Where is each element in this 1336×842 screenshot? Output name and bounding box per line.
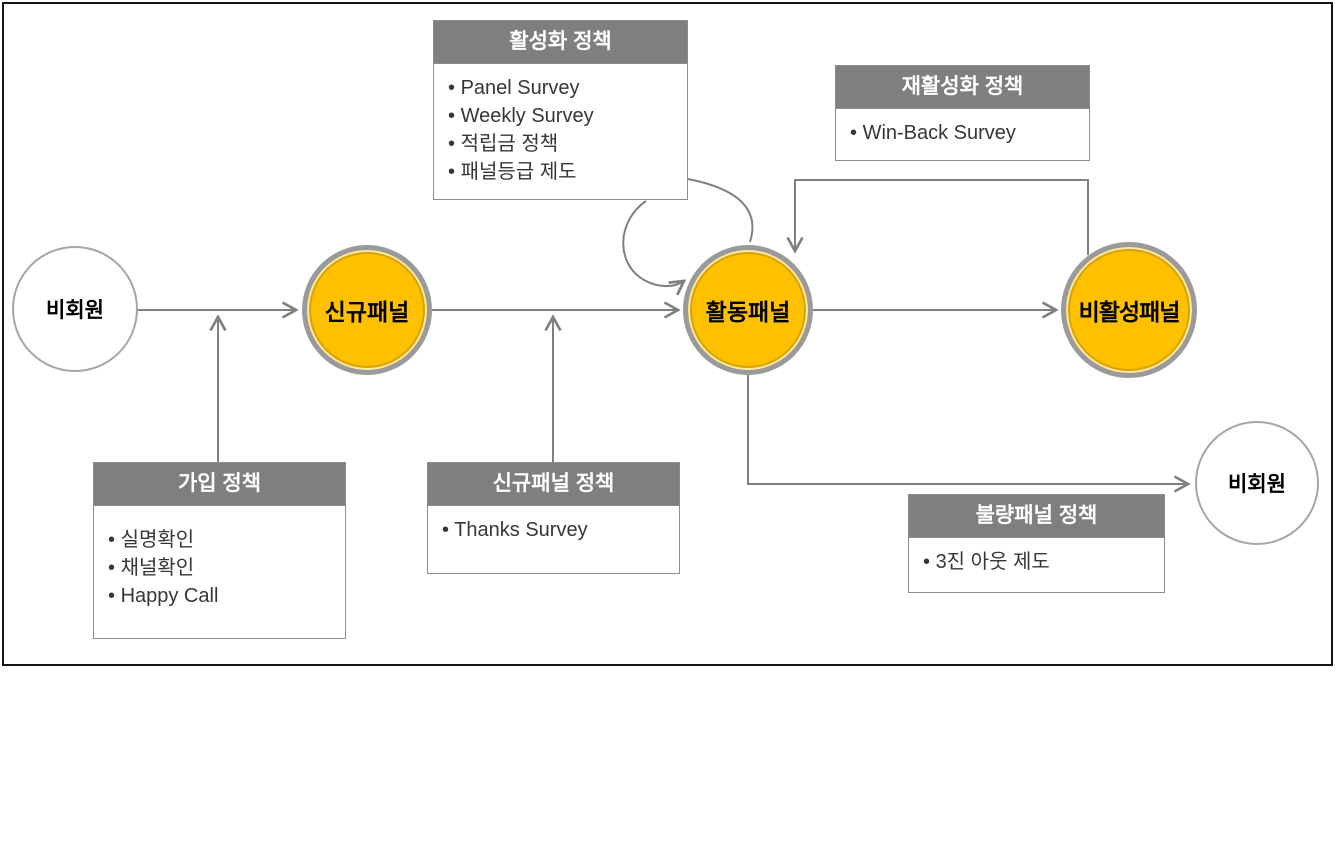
node-inactive-panel: 비활성패널 <box>1061 242 1197 378</box>
policy-box-new-panel-items: Thanks Survey <box>428 506 679 550</box>
node-active-panel: 활동패널 <box>683 245 813 375</box>
policy-box-activation-title: 활성화 정책 <box>434 21 687 64</box>
policy-box-join-items: 실명확인 채널확인 Happy Call <box>94 506 345 616</box>
policy-item: 3진 아웃 제도 <box>923 548 1156 576</box>
policy-box-join: 가입 정책 실명확인 채널확인 Happy Call <box>93 462 346 639</box>
policy-item: 패널등급 제도 <box>448 158 679 186</box>
policy-item: 채널확인 <box>108 554 337 582</box>
policy-box-activation-items: Panel Survey Weekly Survey 적립금 정책 패널등급 제… <box>434 64 687 192</box>
edge-activepanel-to-nonmember-right <box>747 375 1191 493</box>
edge-inactivepanel-reactivation <box>786 179 1089 255</box>
policy-box-bad-panel-items: 3진 아웃 제도 <box>909 538 1164 582</box>
edge-activation-loop-in <box>622 200 687 296</box>
policy-box-reactivation-items: Win-Back Survey <box>836 109 1089 153</box>
node-label: 비활성패널 <box>1078 299 1181 325</box>
policy-box-bad-panel: 불량패널 정책 3진 아웃 제도 <box>908 494 1165 593</box>
policy-box-new-panel: 신규패널 정책 Thanks Survey <box>427 462 680 574</box>
edge-activation-loop-out <box>687 178 754 243</box>
node-label: 비회원 <box>46 299 104 322</box>
policy-item: Panel Survey <box>448 74 679 102</box>
node-nonmember-right: 비회원 <box>1195 421 1319 545</box>
policy-box-bad-panel-title: 불량패널 정책 <box>909 495 1164 538</box>
policy-box-new-panel-title: 신규패널 정책 <box>428 463 679 506</box>
node-label: 활동패널 <box>705 299 791 325</box>
policy-item: Win-Back Survey <box>850 119 1081 147</box>
policy-box-join-title: 가입 정책 <box>94 463 345 506</box>
node-label: 비회원 <box>1228 473 1286 496</box>
policy-item: Weekly Survey <box>448 102 679 130</box>
policy-box-activation: 활성화 정책 Panel Survey Weekly Survey 적립금 정책… <box>433 20 688 200</box>
policy-item: 실명확인 <box>108 526 337 554</box>
node-label: 신규패널 <box>324 299 410 325</box>
policy-item: Thanks Survey <box>442 516 671 544</box>
node-nonmember-left: 비회원 <box>12 246 138 372</box>
policy-box-reactivation: 재활성화 정책 Win-Back Survey <box>835 65 1090 161</box>
diagram-border-frame <box>2 2 1333 666</box>
policy-item: 적립금 정책 <box>448 130 679 158</box>
policy-box-reactivation-title: 재활성화 정책 <box>836 66 1089 109</box>
policy-item: Happy Call <box>108 582 337 610</box>
node-new-panel: 신규패널 <box>302 245 432 375</box>
